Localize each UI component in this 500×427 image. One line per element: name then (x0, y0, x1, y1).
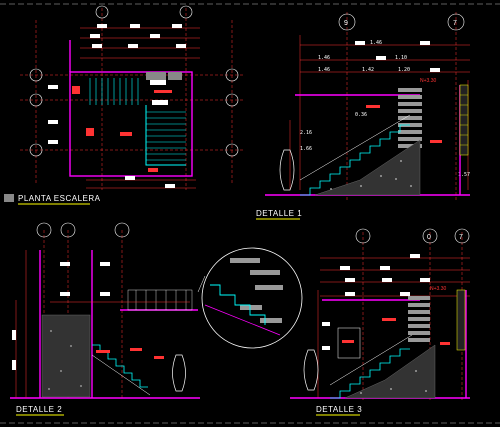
svg-text:1.20: 1.20 (398, 67, 410, 73)
svg-text:0: 0 (427, 234, 431, 241)
detail-1: 9 7 1.46 1.46 1.10 1.46 1.42 1.20 0.36 2… (256, 12, 470, 220)
svg-text:1.46: 1.46 (370, 40, 382, 46)
svg-text:1.46: 1.46 (318, 55, 330, 61)
svg-text:7: 7 (453, 20, 457, 27)
svg-text:1.66: 1.66 (300, 146, 312, 152)
plant-figure (279, 149, 295, 191)
detail-3: 0 7 (290, 228, 470, 416)
plant-figure-2 (172, 354, 186, 392)
plan-title: PLANTA ESCALERA (18, 194, 101, 203)
level-d1: N+3.30 (420, 78, 436, 84)
svg-text:1.46: 1.46 (318, 67, 330, 73)
stair-profile-1 (300, 124, 410, 196)
svg-text:1.10: 1.10 (395, 55, 407, 61)
level-d3: N+3.30 (430, 286, 446, 292)
svg-text:0.36: 0.36 (355, 112, 367, 118)
axis-bubble-0 (422, 228, 438, 244)
svg-text:1.57: 1.57 (458, 172, 470, 178)
axis-bubble-9 (338, 13, 356, 31)
plan-title-icon (4, 194, 14, 202)
detail-2-title: DETALLE 2 (16, 405, 62, 414)
plan-view: PLANTA ESCALERA (4, 5, 245, 205)
plant-figure-3 (303, 349, 319, 391)
detail-3-title: DETALLE 3 (316, 405, 362, 414)
detail-2: DETALLE 2 (10, 222, 200, 416)
svg-text:1.42: 1.42 (362, 67, 374, 73)
svg-text:2.16: 2.16 (300, 130, 312, 136)
svg-text:9: 9 (344, 20, 348, 27)
axis-bubble-7b (454, 228, 470, 244)
svg-text:7: 7 (459, 234, 463, 241)
zoom-detail (197, 247, 303, 349)
grid-bubbles (29, 5, 239, 157)
detail-1-title: DETALLE 1 (256, 209, 302, 218)
axis-bubble-7 (447, 13, 465, 31)
stair-profile-3 (330, 348, 410, 399)
